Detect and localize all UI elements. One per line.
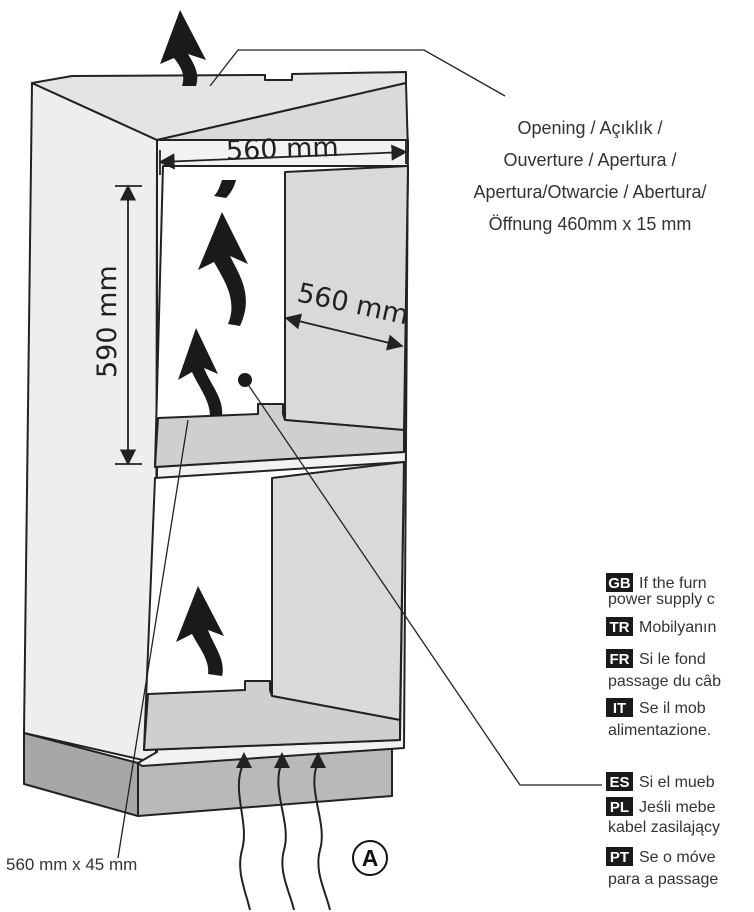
legend-entry-pl: PL Jeśli mebe kabel zasilający — [606, 797, 720, 836]
language-code-badge — [606, 649, 633, 668]
language-code-badge — [606, 797, 633, 816]
legend-entry-es: ES Si el mueb — [606, 772, 715, 791]
legend-entry-it: IT Se il mob alimentazione. — [606, 698, 711, 739]
legend-text-line: Mobilyanın — [639, 619, 716, 636]
language-code-badge — [606, 573, 633, 592]
language-code: TR — [610, 619, 630, 636]
opening-note-line: Ouverture / Apertura / — [503, 150, 676, 170]
leader-lines — [117, 49, 602, 859]
legend-text-line: kabel zasilający — [608, 819, 720, 836]
air-intake-waves — [237, 761, 331, 911]
language-code-badge — [606, 772, 633, 791]
legend-entry-fr: FR Si le fond passage du câb — [606, 649, 721, 690]
dimension-lines — [115, 140, 408, 466]
airflow-arrow-upper — [198, 212, 248, 326]
legend-text-line: power supply c — [608, 591, 715, 608]
airflow-arrow-shelf — [178, 328, 223, 416]
legend-entry-tr: TR Mobilyanın — [606, 617, 716, 636]
legend-entry-pt: PT Se o móve para a passage — [606, 847, 718, 888]
airflow-arrow-lower — [176, 586, 224, 676]
legend-text-line: alimentazione. — [608, 722, 711, 739]
legend-text-line: para a passage — [608, 871, 718, 888]
width-dimension-label: 560 mm — [225, 132, 339, 167]
language-code: ES — [609, 774, 629, 791]
language-code: GB — [608, 575, 631, 592]
airflow-arrow-stub — [214, 180, 236, 198]
legend-text-line: Se il mob — [639, 700, 706, 717]
cabinet — [23, 71, 409, 817]
language-code-badge — [606, 847, 633, 866]
opening-note: Opening / Açıklık / Ouverture / Apertura… — [473, 118, 706, 234]
legend-text-line: Se o móve — [639, 849, 716, 866]
legend-text-line: Si el mueb — [639, 774, 715, 791]
opening-note-line: Apertura/Otwarcie / Abertura/ — [473, 182, 706, 202]
language-code: IT — [613, 700, 626, 717]
lower-shelf — [143, 680, 401, 751]
upper-shelf — [154, 403, 405, 468]
bottom-vent-label: 560 mm x 45 mm — [6, 855, 137, 874]
air-intake-arrowheads — [236, 752, 326, 768]
marker-a: A — [352, 840, 388, 876]
language-code-badge — [606, 617, 633, 636]
legend-text-line: Jeśli mebe — [639, 799, 716, 816]
cabinet-left-side — [23, 82, 158, 764]
language-code: PT — [610, 849, 629, 866]
opening-note-line: Opening / Açıklık / — [517, 118, 662, 138]
language-code: PL — [610, 799, 629, 816]
language-code-badge — [606, 698, 633, 717]
marker-a-label: A — [362, 845, 379, 871]
legend-text-line: If the furn — [639, 575, 707, 592]
height-dimension-label: 590 mm — [92, 265, 123, 378]
language-code: FR — [610, 651, 630, 668]
legend-text-line: Si le fond — [639, 651, 706, 668]
lower-back-wall — [271, 461, 405, 721]
opening-note-line: Öffnung 460mm x 15 mm — [489, 214, 692, 234]
legend-text-line: passage du câb — [608, 673, 721, 690]
airflow-arrows — [160, 10, 248, 676]
airflow-arrow-top — [160, 10, 206, 86]
